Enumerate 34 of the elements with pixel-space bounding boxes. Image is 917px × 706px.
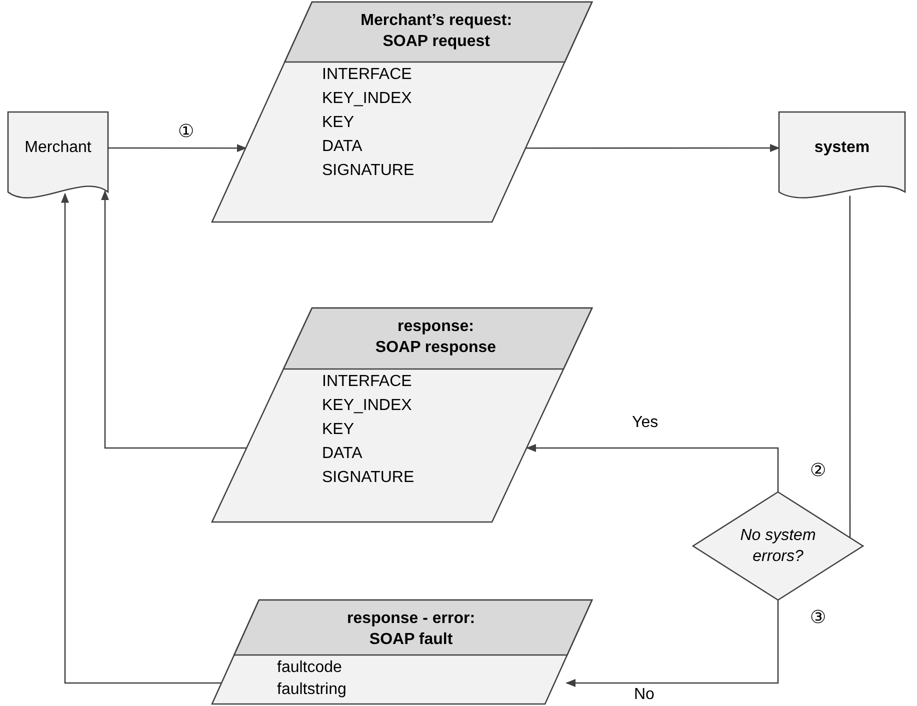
arrow [61, 192, 222, 684]
step-number: ① [178, 122, 194, 142]
data-parallelogram [212, 600, 592, 704]
step-number: ③ [810, 608, 826, 628]
field-name: SIGNATURE [322, 468, 414, 488]
heading-text: response: [398, 317, 474, 337]
data-parallelogram [212, 308, 592, 522]
decision-text: No system errors? [739, 526, 817, 567]
node-label: system [813, 138, 871, 158]
field-name: DATA [322, 137, 362, 157]
arrow [526, 444, 779, 492]
field-name: KEY [322, 113, 354, 133]
heading-text: SOAP request [382, 32, 490, 52]
arrow [566, 600, 779, 687]
heading-text: SOAP fault [369, 630, 453, 650]
field-name: DATA [322, 444, 362, 464]
data-parallelogram [212, 2, 592, 222]
field-name: INTERFACE [322, 372, 412, 392]
step-number: ② [810, 461, 826, 481]
heading-text: response - error: [347, 609, 476, 629]
field-name: KEY_INDEX [322, 89, 412, 109]
field-name: faultcode [277, 658, 342, 678]
field-name: KEY [322, 420, 354, 440]
heading-text: SOAP response [375, 338, 496, 358]
arrow [101, 190, 247, 449]
field-name: INTERFACE [322, 65, 412, 85]
field-name: faultstring [277, 680, 346, 700]
node-label: Merchant [24, 138, 92, 158]
decision-diamond [693, 492, 863, 600]
arrow [108, 144, 247, 152]
field-name: KEY_INDEX [322, 396, 412, 416]
field-name: SIGNATURE [322, 161, 414, 181]
arrow [526, 144, 780, 152]
heading-text: Merchant’s request: [360, 11, 512, 31]
